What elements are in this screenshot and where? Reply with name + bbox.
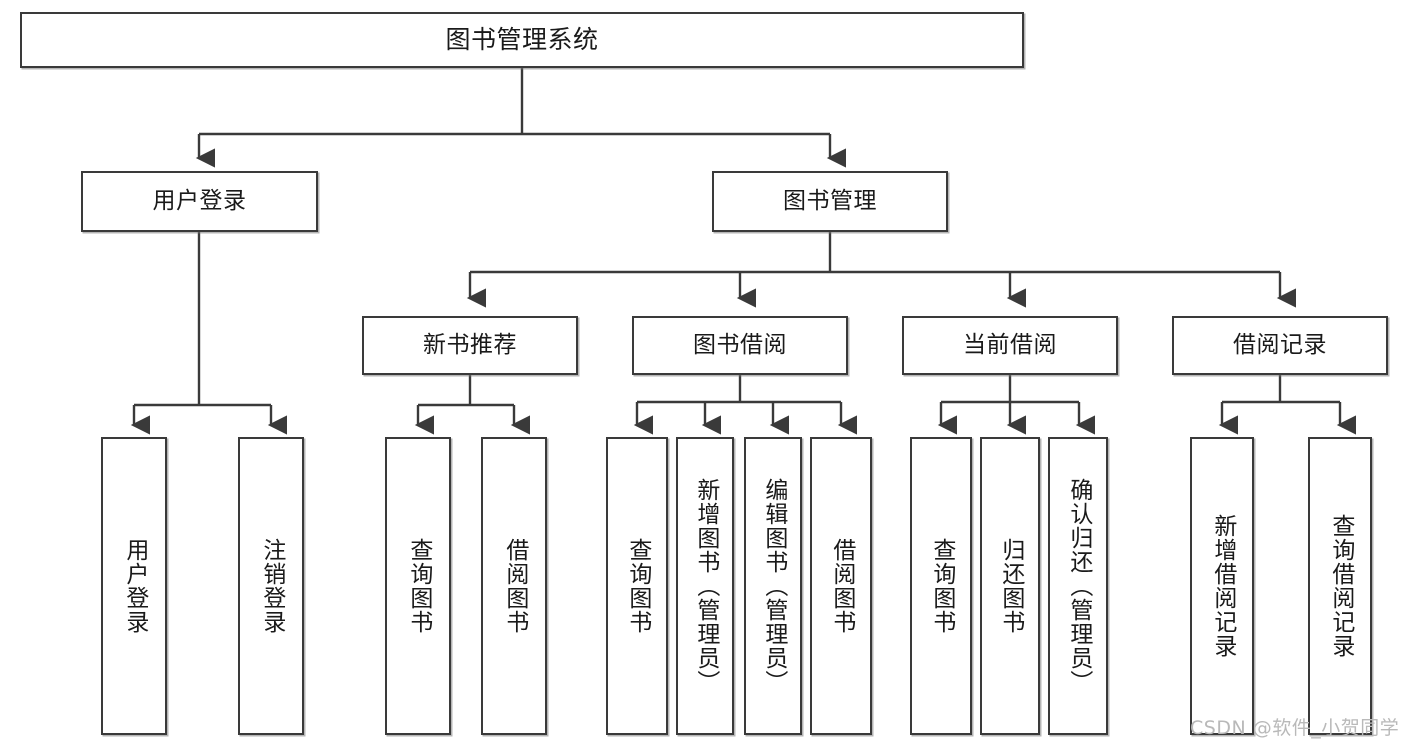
node-book-borrow[interactable]: 图书借阅 bbox=[632, 316, 848, 375]
leaf-current-borrow-return-book[interactable]: 归还图书 bbox=[980, 437, 1040, 735]
node-label: 查询图书 bbox=[928, 538, 955, 634]
node-label: 查询借阅记录 bbox=[1327, 514, 1354, 658]
node-label: 编辑图书（管理员） bbox=[760, 478, 787, 694]
leaf-user-login-logout[interactable]: 注销登录 bbox=[238, 437, 304, 735]
node-user-login[interactable]: 用户登录 bbox=[81, 171, 318, 232]
leaf-borrow-record-add-record[interactable]: 新增借阅记录 bbox=[1190, 437, 1254, 735]
leaf-user-login-login[interactable]: 用户登录 bbox=[101, 437, 167, 735]
node-label: 借阅记录 bbox=[1233, 331, 1327, 358]
node-label: 图书管理 bbox=[783, 187, 877, 214]
node-label: 用户登录 bbox=[121, 538, 148, 634]
node-label: 查询图书 bbox=[624, 538, 651, 634]
leaf-book-borrow-query-book[interactable]: 查询图书 bbox=[606, 437, 668, 735]
node-label: 借阅图书 bbox=[501, 538, 528, 634]
leaf-borrow-record-query-record[interactable]: 查询借阅记录 bbox=[1308, 437, 1372, 735]
node-label: 图书管理系统 bbox=[445, 25, 599, 55]
leaf-book-borrow-add-book-admin[interactable]: 新增图书（管理员） bbox=[676, 437, 734, 735]
node-label: 图书借阅 bbox=[693, 331, 787, 358]
node-label: 借阅图书 bbox=[828, 538, 855, 634]
node-label: 新增借阅记录 bbox=[1209, 514, 1236, 658]
node-book-management[interactable]: 图书管理 bbox=[712, 171, 948, 232]
leaf-book-borrow-edit-book-admin[interactable]: 编辑图书（管理员） bbox=[744, 437, 802, 735]
node-label: 新增图书（管理员） bbox=[692, 478, 719, 694]
node-current-borrow[interactable]: 当前借阅 bbox=[902, 316, 1118, 375]
node-root-book-management-system[interactable]: 图书管理系统 bbox=[20, 12, 1024, 68]
node-label: 当前借阅 bbox=[963, 331, 1057, 358]
leaf-book-borrow-borrow-book[interactable]: 借阅图书 bbox=[810, 437, 872, 735]
node-label: 确认归还（管理员） bbox=[1065, 478, 1092, 694]
leaf-current-borrow-query-book[interactable]: 查询图书 bbox=[910, 437, 972, 735]
node-label: 注销登录 bbox=[258, 538, 285, 634]
leaf-new-book-borrow-book[interactable]: 借阅图书 bbox=[481, 437, 547, 735]
node-label: 归还图书 bbox=[997, 538, 1024, 634]
leaf-current-borrow-confirm-return-admin[interactable]: 确认归还（管理员） bbox=[1048, 437, 1108, 735]
node-new-book-recommend[interactable]: 新书推荐 bbox=[362, 316, 578, 375]
leaf-new-book-query-book[interactable]: 查询图书 bbox=[385, 437, 451, 735]
node-label: 查询图书 bbox=[405, 538, 432, 634]
node-label: 用户登录 bbox=[152, 187, 247, 214]
csdn-watermark: CSDN @软件_小贺同学 bbox=[1190, 717, 1400, 739]
node-label: 新书推荐 bbox=[423, 331, 517, 358]
node-borrow-record[interactable]: 借阅记录 bbox=[1172, 316, 1388, 375]
